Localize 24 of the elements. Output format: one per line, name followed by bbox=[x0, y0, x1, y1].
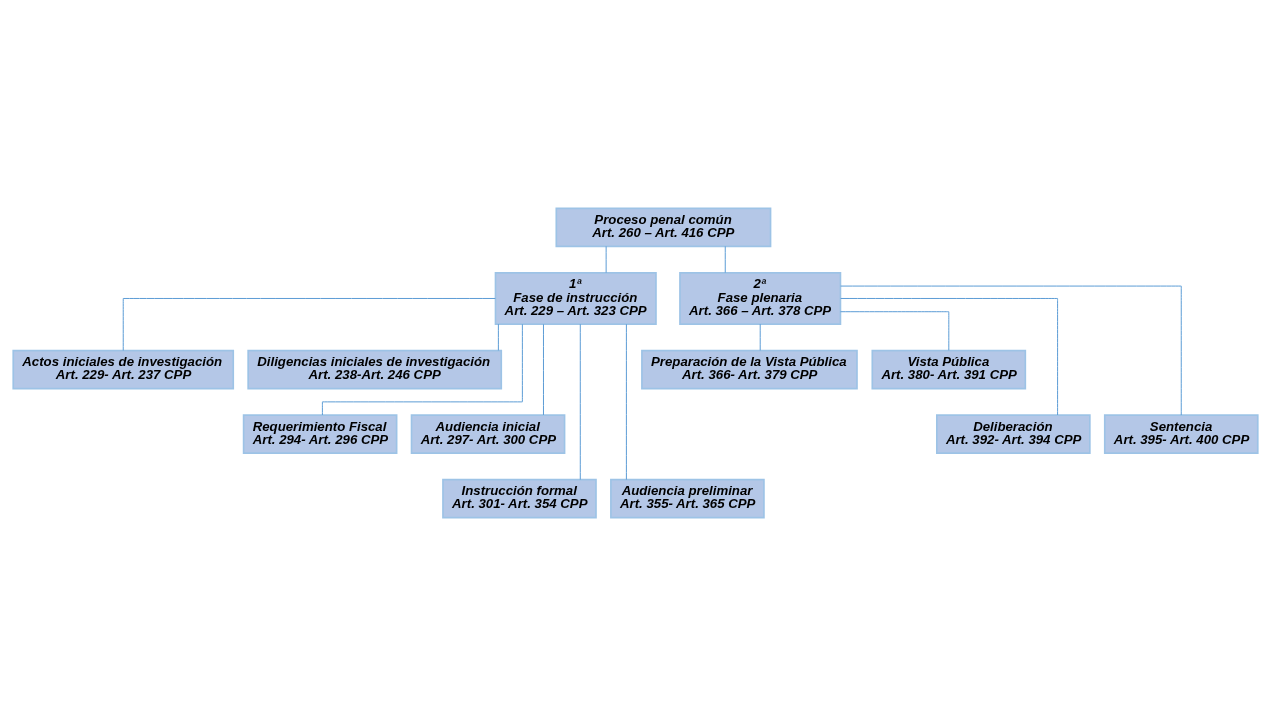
connector bbox=[542, 323, 544, 416]
node-box: Proceso penal común Art. 260 – Art. 416 CPP bbox=[555, 207, 772, 248]
connector bbox=[497, 323, 499, 351]
connector bbox=[625, 323, 627, 481]
node-box: 1ª Fase de instrucción Art. 229 – Art. 323 CPP bbox=[494, 272, 657, 325]
node-box: Sentencia Art. 395- Art. 400 CPP bbox=[1103, 414, 1259, 454]
connector bbox=[605, 245, 607, 274]
connector bbox=[759, 323, 761, 351]
node-box: Instrucción formal Art. 301- Art. 354 CPP bbox=[442, 478, 597, 519]
connector bbox=[724, 245, 726, 274]
node-box: Audiencia preliminar Art. 355- Art. 365 CPP bbox=[610, 478, 765, 519]
node-box: Audiencia inicial Art. 297- Art. 300 CPP bbox=[410, 414, 566, 454]
connector bbox=[122, 298, 496, 352]
node-box: Vista Pública Art. 380- Art. 391 CPP bbox=[871, 349, 1027, 390]
connector bbox=[839, 311, 950, 351]
node-box: Deliberación Art. 392- Art. 394 CPP bbox=[936, 414, 1091, 454]
node-box: Requerimiento Fiscal Art. 294- Art. 296 CPP bbox=[242, 414, 398, 454]
node-box: Preparación de la Vista Pública Art. 366- Art. 379 CPP bbox=[641, 349, 858, 390]
node-box: 2ª Fase plenaria Art. 366 – Art. 378 CPP bbox=[679, 272, 842, 325]
node-box: Diligencias iniciales de investigación Art. 238-Art. 246 CPP bbox=[247, 349, 503, 390]
node-box: Actos iniciales de investigación Art. 229- Art. 237 CPP bbox=[12, 349, 235, 390]
connector bbox=[579, 323, 581, 481]
connector bbox=[840, 298, 1059, 416]
connector bbox=[840, 285, 1182, 416]
